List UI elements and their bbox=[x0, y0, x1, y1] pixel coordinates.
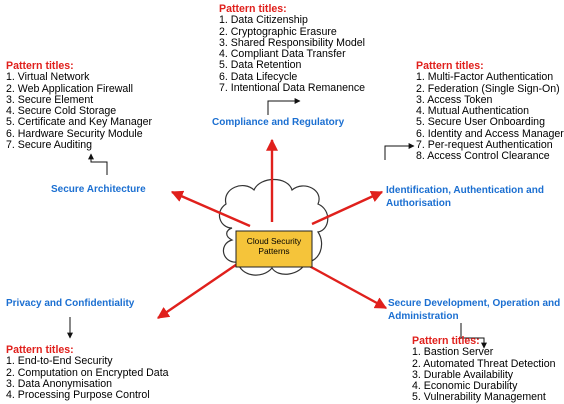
pattern-item: 2. Web Application Firewall bbox=[6, 82, 133, 95]
category-secure-development-line2: Administration bbox=[388, 310, 459, 322]
pattern-titles-heading: Pattern titles: bbox=[416, 60, 484, 72]
pattern-item: 7. Intentional Data Remanence bbox=[219, 82, 366, 95]
arrow-to-identification bbox=[311, 190, 384, 226]
category-identification: Identification, Authentication and Autho… bbox=[386, 185, 544, 210]
pattern-item: 5. Certificate and Key Manager bbox=[6, 116, 153, 129]
pattern-item: 8. Access Control Clearance bbox=[416, 150, 550, 163]
pattern-item: 1. Virtual Network bbox=[6, 71, 90, 84]
pattern-item: 3. Secure Element bbox=[6, 93, 94, 106]
pattern-item: 2. Cryptographic Erasure bbox=[219, 25, 337, 38]
category-identification-line1: Identification, Authentication and bbox=[386, 185, 544, 196]
patterns-secure-development: Pattern titles: 1. Bastion Server 2. Aut… bbox=[412, 335, 556, 404]
arrow-to-secure-development bbox=[301, 260, 388, 310]
pattern-item: 6. Data Lifecycle bbox=[219, 70, 298, 83]
pattern-item: 4. Economic Durability bbox=[412, 380, 518, 393]
center-label-line1: Cloud Security bbox=[246, 236, 302, 246]
connector-identification bbox=[384, 143, 415, 160]
pattern-item: 1. Bastion Server bbox=[412, 346, 494, 359]
pattern-titles-heading: Pattern titles: bbox=[412, 335, 480, 347]
pattern-item: 1. Data Citizenship bbox=[219, 14, 308, 27]
pattern-item: 6. Identity and Access Manager bbox=[416, 127, 564, 140]
pattern-item: 3. Access Token bbox=[416, 93, 493, 106]
pattern-item: 3. Data Anonymisation bbox=[6, 377, 112, 390]
arrow-to-secure-architecture bbox=[170, 190, 251, 228]
pattern-titles-heading: Pattern titles: bbox=[219, 3, 287, 15]
pattern-titles-heading: Pattern titles: bbox=[6, 60, 74, 72]
category-secure-development-line1: Secure Development, Operation and bbox=[388, 298, 561, 309]
pattern-item: 7. Secure Auditing bbox=[6, 139, 92, 152]
arrow-to-privacy bbox=[157, 257, 247, 319]
patterns-identification: Pattern titles: 1. Multi-Factor Authenti… bbox=[416, 60, 564, 163]
patterns-compliance: Pattern titles: 1. Data Citizenship 2. C… bbox=[219, 3, 366, 95]
connector-secure-architecture bbox=[88, 153, 108, 175]
pattern-item: 4. Mutual Authentication bbox=[416, 105, 530, 118]
category-compliance: Compliance and Regulatory bbox=[212, 117, 345, 128]
category-secure-development: Secure Development, Operation and Admini… bbox=[388, 298, 560, 323]
patterns-secure-architecture: Pattern titles: 1. Virtual Network 2. We… bbox=[6, 60, 153, 152]
connector-secure-development bbox=[460, 323, 487, 349]
center-label: Cloud Security Patterns bbox=[237, 236, 311, 257]
pattern-item: 2. Automated Threat Detection bbox=[412, 357, 556, 370]
patterns-privacy: Pattern titles: 1. End-to-End Security 2… bbox=[6, 344, 169, 402]
center-box bbox=[235, 230, 313, 268]
pattern-item: 1. Multi-Factor Authentication bbox=[416, 71, 554, 84]
pattern-item: 4. Secure Cold Storage bbox=[6, 105, 117, 118]
pattern-item: 4. Processing Purpose Control bbox=[6, 389, 150, 402]
pattern-item: 3. Durable Availability bbox=[412, 368, 514, 381]
pattern-item: 2. Federation (Single Sign-On) bbox=[416, 82, 560, 95]
pattern-item: 5. Data Retention bbox=[219, 59, 302, 72]
category-identification-line2: Authorisation bbox=[386, 197, 451, 209]
connector-compliance bbox=[267, 98, 301, 115]
center-label-line2: Patterns bbox=[258, 246, 290, 257]
category-secure-architecture: Secure Architecture bbox=[51, 184, 146, 195]
pattern-titles-heading: Pattern titles: bbox=[6, 344, 74, 356]
pattern-item: 4. Compliant Data Transfer bbox=[219, 48, 346, 61]
pattern-item: 3. Shared Responsibility Model bbox=[219, 36, 366, 49]
category-privacy: Privacy and Confidentiality bbox=[6, 298, 135, 309]
pattern-item: 6. Hardware Security Module bbox=[6, 127, 143, 140]
pattern-item: 5. Secure User Onboarding bbox=[416, 116, 545, 129]
pattern-item: 1. End-to-End Security bbox=[6, 355, 113, 368]
pattern-item: 7. Per-request Authentication bbox=[416, 139, 553, 152]
pattern-item: 2. Computation on Encrypted Data bbox=[6, 366, 169, 379]
pattern-item: 5. Vulnerability Management bbox=[412, 391, 546, 404]
diagram-canvas bbox=[67, 98, 487, 349]
